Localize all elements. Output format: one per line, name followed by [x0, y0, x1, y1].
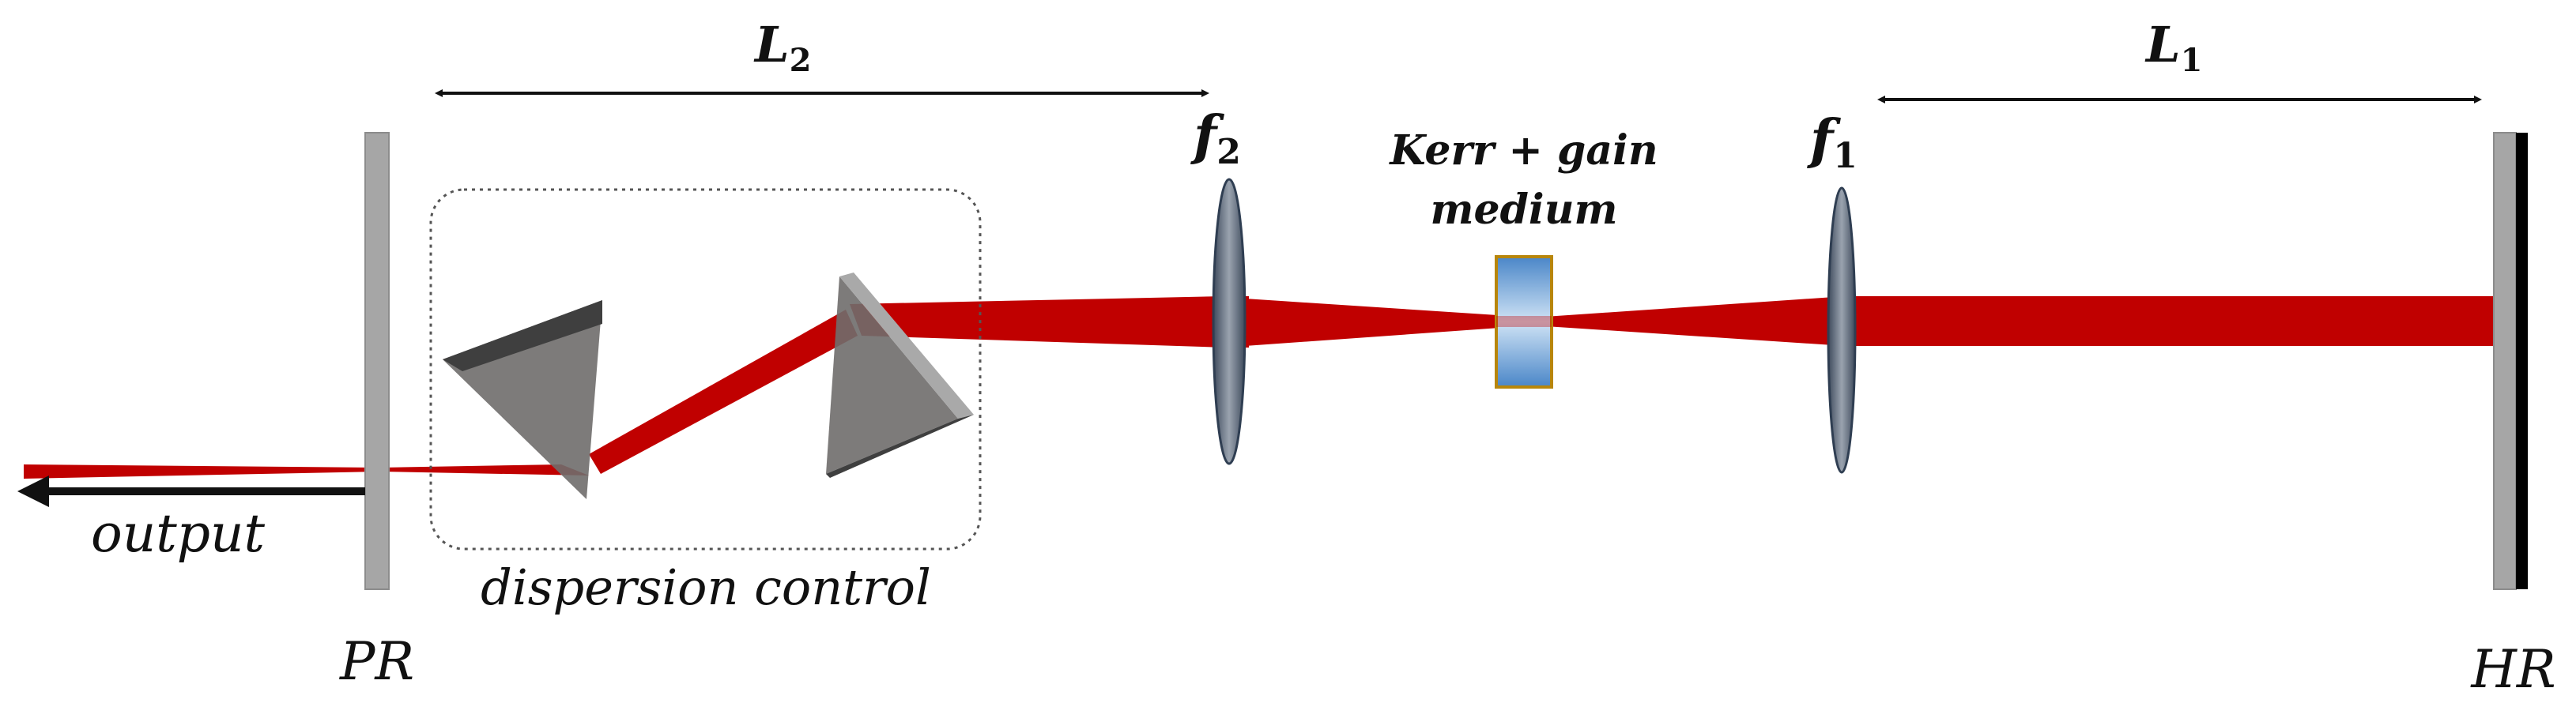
beam-crystal-to-f1 — [1533, 296, 1846, 346]
hr-mirror-substrate — [2493, 132, 2517, 590]
medium-label-line1: Kerr + gain — [1388, 126, 1658, 175]
beam-in-crystal — [1496, 316, 1552, 327]
output-label: output — [91, 503, 266, 564]
pr-mirror — [364, 132, 390, 590]
PR-label: PR — [339, 631, 414, 692]
laser-beam — [24, 296, 2503, 479]
hr-mirror — [2493, 132, 2528, 590]
f2-label: f2 — [1190, 104, 1241, 172]
prism-1 — [443, 300, 602, 499]
dispersion-control-label: dispersion control — [481, 558, 931, 616]
beam-f1-to-hr — [1846, 296, 2503, 346]
dispersion-control-box — [429, 188, 982, 551]
L1-label: L1 — [2144, 16, 2202, 79]
HR-label: HR — [2470, 639, 2555, 700]
kerr-gain-crystal — [1495, 255, 1553, 389]
f1-label: f1 — [1807, 108, 1858, 176]
prism-2 — [826, 273, 974, 478]
beam-prism2-to-f2 — [850, 296, 1249, 348]
beam-f2-to-crystal — [1245, 299, 1533, 346]
prism-2-face — [826, 276, 958, 474]
prism-2-edge — [839, 273, 974, 419]
beam-between-prisms — [589, 310, 858, 474]
L2-label: L2 — [753, 16, 811, 79]
prism-1-top — [443, 300, 602, 371]
prism-2-base-shadow — [826, 415, 974, 478]
hr-coating — [2516, 133, 2528, 589]
lens-f1 — [1827, 186, 1857, 474]
output-arrow-head — [17, 476, 49, 507]
lens-f2 — [1212, 178, 1247, 465]
medium-label-line2: medium — [1430, 186, 1617, 234]
